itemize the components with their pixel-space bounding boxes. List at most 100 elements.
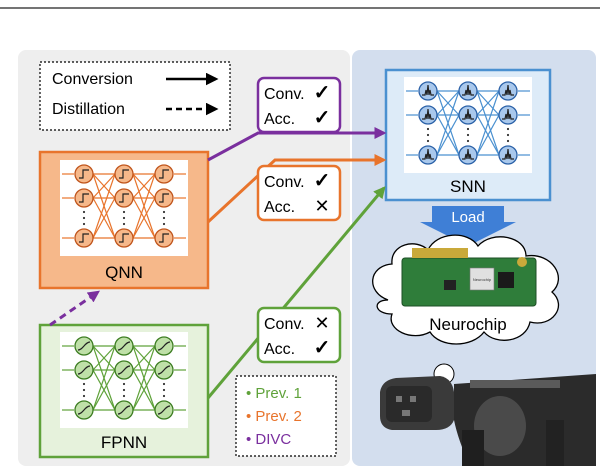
badge-prev1-acc: Acc. [264,341,295,358]
network-connection [92,345,116,411]
neuron [154,164,174,184]
activation-glyph [157,341,171,351]
ellipsis-dot [82,394,86,398]
activation-glyph [502,84,514,96]
prev1-conversion-arrow [206,186,386,399]
network-connection [132,173,156,199]
badge-divc-acc-mark: ✓ [314,107,331,129]
ellipsis-dot [162,388,166,392]
ellipsis-dot [506,139,510,143]
activation-glyph [119,169,129,179]
badge-prev2-conv-mark: ✓ [314,170,331,192]
snn-network [406,81,530,165]
badge-prev1-acc-mark: ✓ [314,337,331,359]
neurochip-board: Neurochip [401,248,537,307]
activation-glyph [117,365,131,375]
ellipsis-dot [466,139,470,143]
ellipsis-dot [162,222,166,226]
neuron [74,164,94,184]
distillation-arrow [49,290,100,327]
qnn-label: QNN [105,263,143,282]
ellipsis-dot [82,382,86,386]
activation-glyph [79,169,89,179]
activation-glyph [422,148,434,160]
activation-glyph [79,233,89,243]
activation-glyph [77,405,91,415]
activation-glyph [117,341,131,351]
badge-divc-conv: Conv. [264,86,305,103]
network-connection [132,197,156,239]
ellipsis-dot [466,133,470,137]
robot-dog [380,374,596,466]
qnn-block: QNN [38,150,210,290]
activation-glyph [462,148,474,160]
activation-glyph [77,341,91,351]
neuron [114,228,134,248]
badge-divc-conv-mark: ✓ [314,82,331,104]
badge-prev1-conv: Conv. [264,316,305,333]
ellipsis-dot [82,216,86,220]
fpnn-label: FPNN [101,433,147,452]
network-connection [476,114,500,156]
badge-prev1-conv-mark: ✕ [314,313,329,333]
badge-divc-acc: Acc. [264,111,295,128]
ellipsis-dot [122,382,126,386]
method-prev2: • Prev. 2 [246,408,302,425]
activation-glyph [157,365,171,375]
activation-glyph [422,108,434,120]
network-connection [92,369,116,411]
badge-prev1: Conv. ✕ Acc. ✓ [256,306,342,364]
network-connection [92,197,116,239]
neuron [154,188,174,208]
ellipsis-dot [82,222,86,226]
network-connection [436,90,460,156]
snn-block: SNN [384,68,552,202]
activation-glyph [77,365,91,375]
fpnn-block: FPNN [38,323,210,459]
badge-divc: Conv. ✓ Acc. ✓ [256,76,342,134]
network-connection [92,173,116,239]
load-label: Load [451,209,484,226]
network-connection [436,114,460,156]
legend-box: Conversion Distillation [39,61,231,131]
activation-glyph [502,148,514,160]
badge-prev2: Conv. ✓ Acc. ✕ [256,164,342,222]
activation-glyph [79,193,89,203]
network-connection [132,345,156,371]
ellipsis-dot [426,127,430,131]
method-divc: • DIVC [246,431,291,448]
activation-glyph [422,84,434,96]
activation-glyph [462,108,474,120]
neuron [114,188,134,208]
ellipsis-dot [466,127,470,131]
ellipsis-dot [122,394,126,398]
ellipsis-dot [506,127,510,131]
neuron [74,188,94,208]
method-legend: • Prev. 1 • Prev. 2 • DIVC [235,375,337,457]
activation-glyph [159,193,169,203]
neurochip-cloud: Neurochip Neurochip [372,234,559,345]
neuron [154,228,174,248]
legend-distillation-label: Distillation [52,101,125,118]
badge-prev2-conv: Conv. [264,174,305,191]
activation-glyph [119,193,129,203]
badge-prev2-acc-mark: ✕ [314,196,329,216]
activation-glyph [159,169,169,179]
ellipsis-dot [162,216,166,220]
network-connection [132,345,156,411]
activation-glyph [157,405,171,415]
network-connection [92,345,116,371]
qnn-network [62,164,186,248]
ellipsis-dot [162,394,166,398]
ellipsis-dot [122,216,126,220]
neurochip-label: Neurochip [429,315,507,334]
network-connection [132,369,156,411]
network-connection [476,90,500,156]
ellipsis-dot [122,222,126,226]
fpnn-network [62,336,186,420]
network-connection [436,90,460,116]
ellipsis-dot [506,133,510,137]
badge-prev2-acc: Acc. [264,199,295,216]
snn-label: SNN [450,177,486,196]
